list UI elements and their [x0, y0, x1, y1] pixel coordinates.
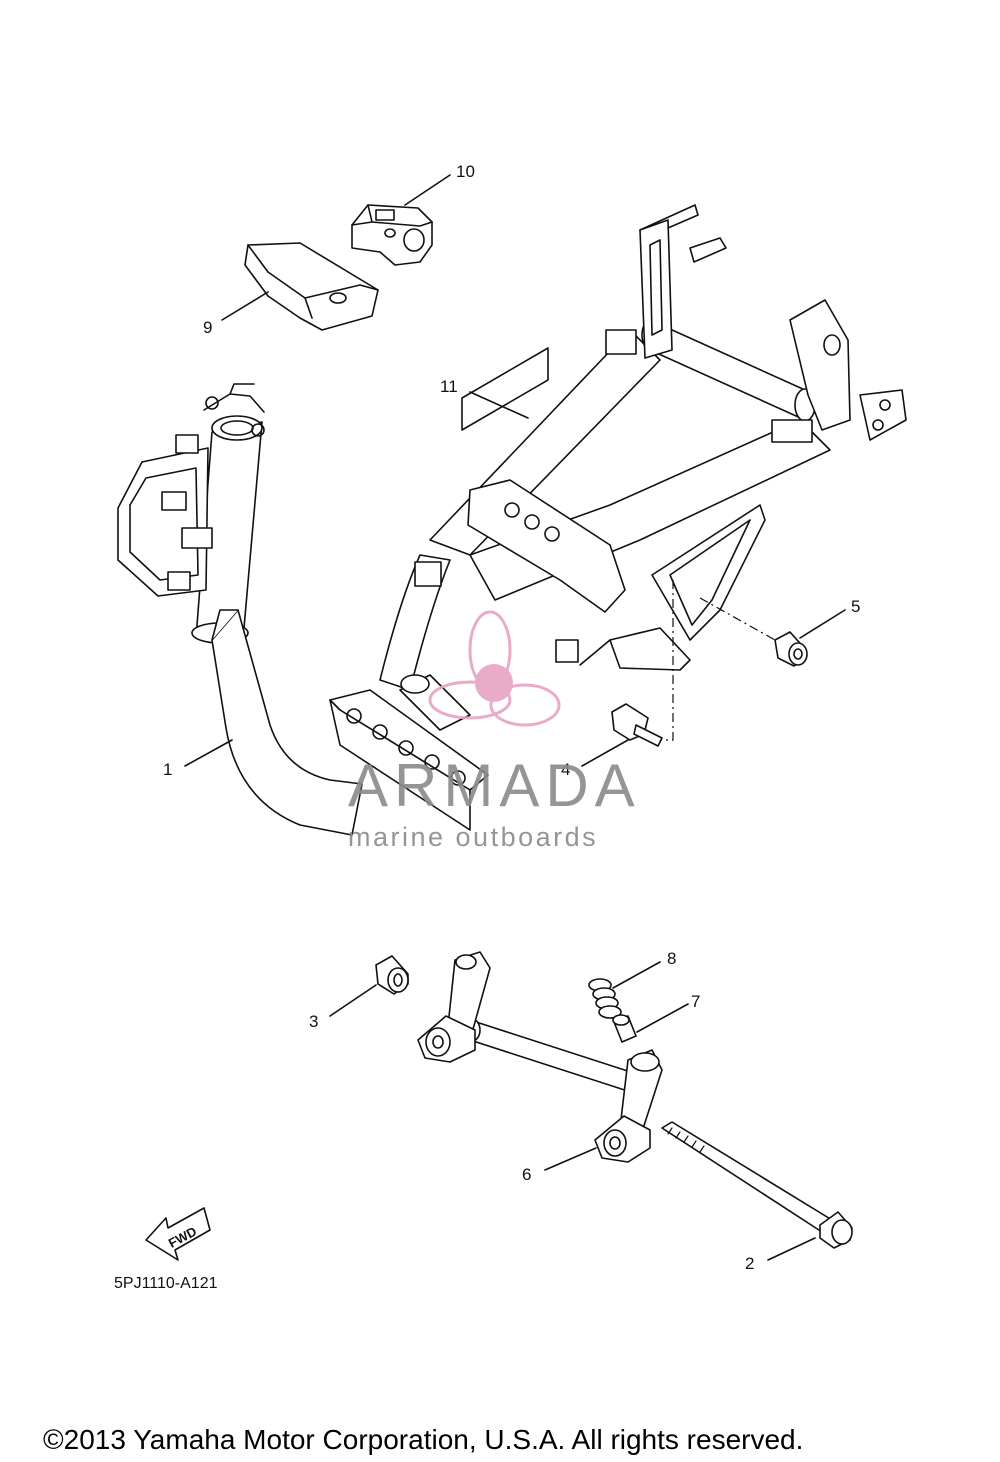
fwd-arrow-icon: FWD — [145, 1207, 211, 1261]
callout-7: 7 — [691, 992, 700, 1011]
part-5-collar — [648, 580, 808, 741]
part-9-pad — [244, 242, 379, 331]
part-3-collar — [375, 955, 409, 995]
callout-1: 1 — [163, 760, 172, 779]
callout-4: 4 — [561, 760, 570, 779]
callout-6: 6 — [522, 1165, 531, 1184]
callout-11: 11 — [440, 377, 458, 396]
part-4-bolt — [611, 703, 663, 747]
callout-9: 9 — [203, 318, 212, 337]
callout-10: 10 — [456, 162, 475, 181]
part-2-shaft — [661, 1121, 853, 1249]
part-1-frame — [117, 204, 907, 836]
callout-8: 8 — [667, 949, 676, 968]
callout-labels: 1 2 3 4 5 6 7 8 9 10 11 — [163, 162, 860, 1273]
part-10-rubber-block — [351, 204, 433, 266]
copyright-notice: ©2013 Yamaha Motor Corporation, U.S.A. A… — [43, 1424, 803, 1455]
propeller-icon — [428, 610, 561, 727]
callout-leaders — [184, 174, 846, 1261]
callout-3: 3 — [309, 1012, 318, 1031]
part-6-main-stand — [417, 951, 663, 1163]
callout-2: 2 — [745, 1254, 754, 1273]
callout-5: 5 — [851, 597, 860, 616]
part-11-label — [461, 347, 549, 431]
watermark-logo: ARMADA marine outboards — [348, 610, 641, 852]
part-7-bush — [612, 1014, 637, 1043]
watermark-brand: ARMADA — [348, 752, 641, 819]
watermark-tagline: marine outboards — [348, 822, 598, 852]
part-8-spring — [588, 978, 622, 1019]
diagram-code: 5PJ1110-A121 — [114, 1275, 218, 1292]
